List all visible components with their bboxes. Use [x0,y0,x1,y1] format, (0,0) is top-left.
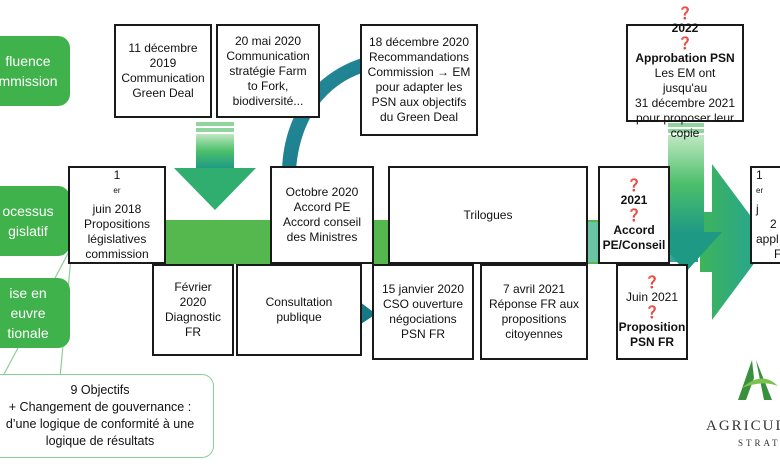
note-text: 9 Objectifs [70,383,130,397]
sidebar-influence-line1: fluence [5,53,51,69]
down-arrow-approbation [650,123,722,272]
box-application: 1 er j 2 appl F [750,166,780,264]
box-text: propositions [501,312,567,326]
box-text: 1 [756,168,763,182]
box-text: F [774,247,780,261]
box-text: Octobre 2020 [285,185,359,199]
box-text: Proposition [618,319,686,334]
sidebar-processus-line2: gislatif [8,223,48,239]
box-text: 11 décembre [128,41,198,55]
box-text: Commission → EM [367,65,471,79]
box-text: commission [85,247,149,261]
box-text: Green Deal [132,86,194,100]
box-text: 2022 [671,20,699,35]
box-text: 18 décembre 2020 [368,35,470,49]
box-text: Les EM ont jusqu'au [654,65,716,95]
sidebar-mise-line3: tionale [7,325,49,341]
box-text: appl [756,232,779,246]
question-mark-icon: ❓ [644,304,660,319]
box-text: Trilogues [463,207,513,222]
box-text: publique [276,310,322,324]
question-mark-icon: ❓ [677,5,693,20]
box-approbation-psn: ❓ 2022 ❓ Approbation PSN Les EM ont jusq… [626,6,744,140]
box-text: biodiversité... [232,93,304,108]
box-consultation-publique: Consultation publique [236,264,362,356]
box-recommandations: 18 décembre 2020 Recommandations Commiss… [360,24,478,136]
logo-name: AGRICULT [706,418,780,434]
box-text: juin 2018 [92,202,142,216]
box-text: Approbation PSN [635,50,735,65]
box-text: Juin 2021 [625,289,679,304]
box-text: PSN FR [630,334,675,349]
box-cso: 15 janvier 2020 CSO ouverture négociatio… [372,264,474,360]
box-diagnostic: Février 2020 Diagnostic FR [152,264,234,356]
box-text: législatives [87,232,147,246]
sidebar-processus-legislatif: ocessus gislatif [0,186,70,256]
down-arrow-green-deal [174,122,256,210]
box-text: Communication [121,71,205,85]
box-text: er [756,186,764,195]
box-text: PE/Conseil [602,237,666,252]
box-text: 7 avril 2021 [502,282,566,296]
box-text: 20 mai 2020 [234,33,302,48]
box-text: to Fork, [247,78,289,93]
box-text: Réponse FR aux [488,297,580,311]
box-text: Communication [226,48,310,63]
box-text: négociations [389,312,457,326]
box-text: PSN FR [400,327,445,341]
box-accord-pe: Octobre 2020 Accord PE Accord conseil de… [270,166,374,264]
question-mark-icon: ❓ [626,207,642,222]
note-text: + Changement de gouvernance : [8,400,192,414]
box-text: Consultation [265,295,333,309]
big-right-arrow [700,164,770,320]
sidebar-processus-line1: ocessus [2,203,54,219]
box-text: CSO ouverture [382,297,464,311]
question-mark-icon: ❓ [677,35,693,50]
box-text: 2019 [149,56,177,70]
box-text: PSN aux objectifs [371,95,467,109]
box-text: FR [185,325,201,339]
logo-subtitle: STRATÉG [738,438,780,448]
box-text: Accord conseil [282,215,362,229]
box-text: Accord PE [293,200,351,214]
sidebar-influence-commission: fluence mmission [0,36,70,106]
box-text: Recommandations [368,50,470,64]
note-text: d’une logique de conformité à une [5,417,195,431]
box-farm-to-fork: 20 mai 2020 Communication stratégie Farm… [216,24,320,118]
box-accord-2021: ❓ 2021 ❓ Accord PE/Conseil [598,166,670,264]
box-text: des Ministres [286,230,358,244]
box-text: 2020 [179,295,207,309]
sidebar-influence-line2: mmission [0,73,58,89]
box-trilogues: Trilogues [388,166,588,264]
box-text: Février [174,280,212,294]
box-text: j [756,202,759,216]
box-text: pour adapter les [375,80,463,94]
logo-mark [738,360,778,400]
box-text: 15 janvier 2020 [381,282,465,296]
note-objectifs: 9 Objectifs + Changement de gouvernance … [0,374,214,458]
box-green-deal: 11 décembre 2019 Communication Green Dea… [114,24,212,118]
sidebar-mise-line2: euvre [10,305,46,321]
box-text: copie [670,125,700,140]
box-text: 1 [113,168,121,182]
box-text: Accord [613,222,655,237]
box-text: Propositions [83,217,151,231]
box-text: citoyennes [505,327,563,341]
sidebar-mise-en-oeuvre: ise en euvre tionale [0,278,70,348]
note-text: logique de résultats [45,434,155,448]
box-text: 2 [770,217,777,231]
question-mark-icon: ❓ [644,274,660,289]
box-text: 31 décembre 2021 [634,95,736,110]
question-mark-icon: ❓ [626,177,642,192]
box-reponse-fr: 7 avril 2021 Réponse FR aux propositions… [480,264,588,360]
box-text: pour proposer leur [635,110,735,125]
box-text: Diagnostic [164,310,222,324]
box-text: er [113,186,121,195]
box-text: du Green Deal [379,110,459,124]
box-text: 2021 [620,192,648,207]
sidebar-mise-line1: ise en [9,285,47,301]
box-text: stratégie Farm [229,63,307,78]
box-proposition-psn: ❓Juin 2021❓ Proposition PSN FR [616,264,688,360]
